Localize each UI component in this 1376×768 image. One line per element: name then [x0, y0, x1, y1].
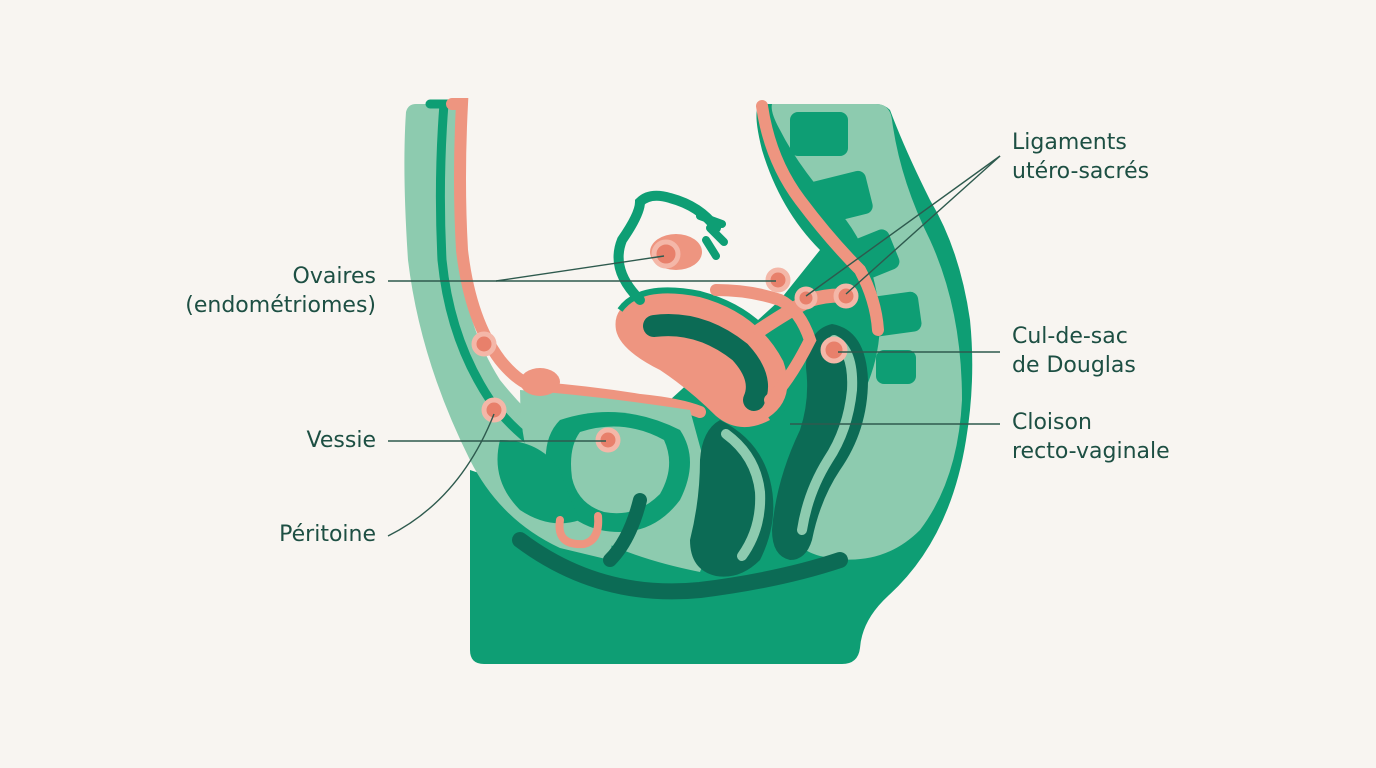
label-ovaires: Ovaires (endométriomes) [185, 262, 376, 320]
lesion-ligament-3 [833, 283, 859, 309]
label-vessie-line1: Vessie [306, 428, 376, 453]
leader-lines [387, 155, 1001, 537]
label-ligaments: Ligaments utéro-sacrés [1012, 128, 1149, 186]
vertebra-2 [805, 170, 873, 226]
abdominal-wall-inner-stripe [425, 99, 565, 465]
lesion-ovary [651, 239, 681, 269]
vagina-lining [721, 429, 766, 561]
rectum [772, 324, 868, 560]
urethra [603, 493, 647, 567]
peritoneum-anterior [446, 98, 706, 418]
vertebra-5 [876, 350, 916, 384]
lesion-ligament-1 [765, 267, 791, 293]
peritoneum-loop [555, 512, 603, 549]
uterus-cavity [643, 314, 768, 411]
pelvic-floor [512, 532, 848, 600]
label-ligaments-line1: Ligaments [1012, 130, 1127, 155]
label-cloison: Cloison recto-vaginale [1012, 408, 1170, 466]
peritoneum-posterior [756, 100, 884, 336]
label-vessie: Vessie [307, 426, 376, 455]
label-ovaires-line1: Ovaires [292, 264, 377, 289]
bladder-inner [571, 426, 670, 514]
label-douglas-line1: Cul-de-sac [1012, 324, 1128, 349]
leader-ligaments-2 [845, 155, 1001, 295]
fallopian-tube [613, 190, 721, 305]
leader-ligaments-1 [805, 155, 1001, 297]
vertebra-3 [836, 229, 900, 285]
vertebra-1 [790, 112, 848, 156]
lesion-douglas [820, 336, 848, 364]
label-cloison-line1: Cloison [1012, 410, 1092, 435]
label-peritoine-line1: Péritoine [279, 522, 376, 547]
lesion-peritoneum-lower [481, 397, 507, 423]
pubic-bone [497, 440, 580, 524]
lesion-peritoneum-upper [471, 331, 497, 357]
label-cloison-line2: recto-vaginale [1012, 439, 1170, 464]
leader-peritoine [387, 413, 495, 537]
lesion-bladder [595, 427, 621, 453]
label-douglas: Cul-de-sac de Douglas [1012, 322, 1136, 380]
label-douglas-line2: de Douglas [1012, 353, 1136, 378]
label-ovaires-line2: (endométriomes) [185, 293, 376, 318]
label-peritoine: Péritoine [279, 520, 376, 549]
fimbriae [696, 212, 728, 260]
broad-ligament [710, 284, 817, 406]
rectum-lining [797, 335, 858, 535]
uterus-outline [617, 287, 794, 423]
peritoneal-bump [520, 368, 560, 396]
label-ligaments-line2: utéro-sacrés [1012, 159, 1150, 184]
